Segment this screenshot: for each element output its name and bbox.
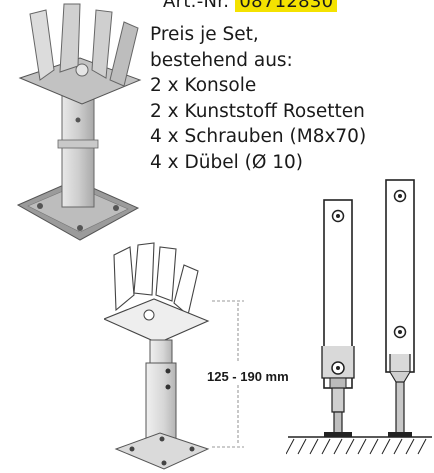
bracket-illustration-dimensioned	[104, 242, 244, 470]
description-line: 2 x Kunststoff Rosetten	[150, 100, 365, 122]
article-number-row: Art.-Nr. 08712830	[163, 0, 338, 14]
description-line: 4 x Dübel (Ø 10)	[150, 151, 304, 173]
set-description: Preis je Set, bestehend aus: 2 x Konsole…	[150, 22, 366, 175]
bracket-illustration-large	[16, 3, 142, 241]
article-number-badge: 08712830	[235, 0, 338, 12]
description-line: Preis je Set,	[150, 24, 259, 45]
radiator-installation-illustration	[286, 179, 432, 455]
description-line: 2 x Konsole	[150, 75, 257, 96]
article-label: Art.-Nr.	[163, 0, 230, 12]
description-line: bestehend aus:	[150, 49, 293, 71]
description-line: 4 x Schrauben (M8x70)	[150, 126, 367, 147]
height-dimension-label: 125 - 190 mm	[207, 369, 289, 384]
